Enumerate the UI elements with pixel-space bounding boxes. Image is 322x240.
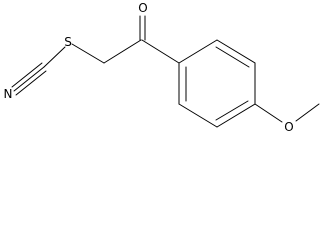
triple-bond-line-2	[11, 62, 43, 88]
atom-oxygen-methoxy: O	[284, 120, 293, 134]
bond-o-methyl	[295, 103, 320, 122]
bond-c-s	[43, 46, 66, 68]
ring-bond-4	[216, 103, 256, 128]
atom-sulfur: S	[64, 35, 72, 49]
triple-bond-line-3	[15, 70, 47, 96]
bond-ring-o	[254, 103, 283, 123]
structure-diagram-canvas: O S N O	[4, 1, 320, 134]
ring-inner-double-2	[215, 100, 249, 121]
atom-nitrogen: N	[4, 87, 13, 101]
carbonyl-double-bond	[139, 15, 146, 41]
triple-bond-line-1	[13, 66, 45, 92]
nitrile-triple-bond	[11, 62, 47, 96]
molecule-structure: O S N O	[4, 1, 320, 134]
bond-carbonyl-ring	[141, 39, 180, 64]
bond-s-ch2	[71, 43, 105, 64]
benzene-ring	[178, 39, 256, 128]
bond-ch2-carbonyl	[103, 39, 142, 64]
ring-inner-double-1	[215, 46, 250, 68]
atom-oxygen-carbonyl: O	[138, 1, 147, 15]
ring-bond-5	[178, 103, 218, 128]
ring-bond-1	[178, 39, 218, 64]
ring-bond-2	[216, 39, 256, 64]
